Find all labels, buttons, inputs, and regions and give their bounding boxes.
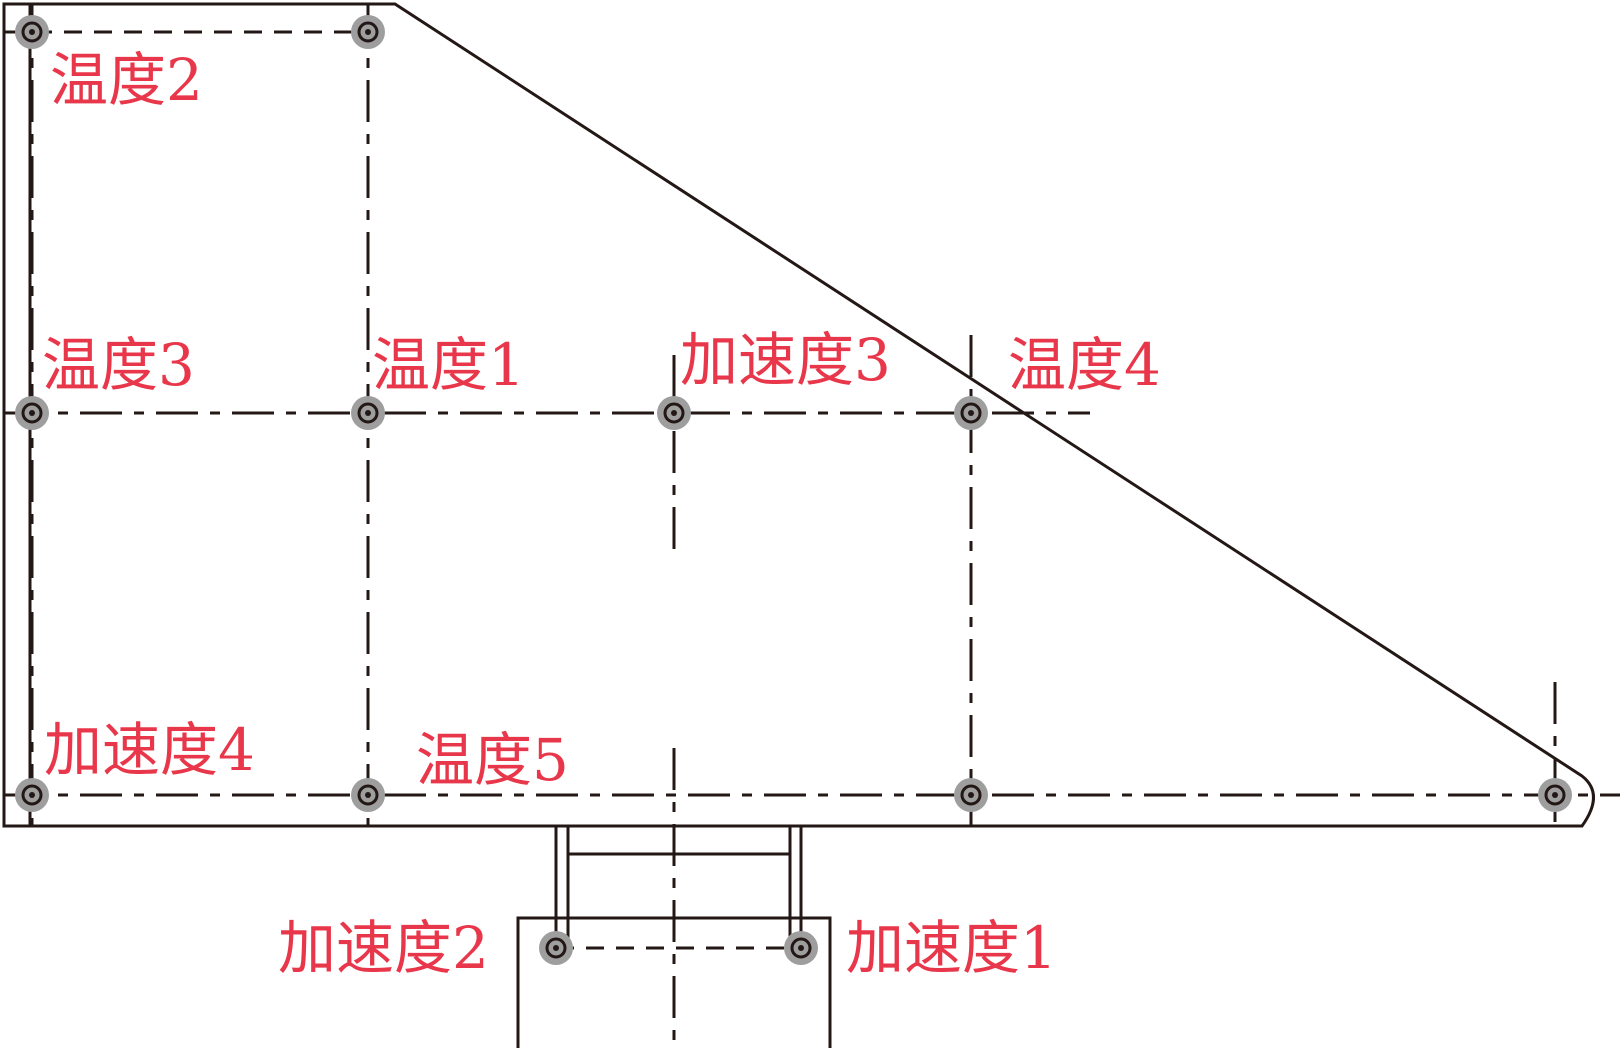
sensor-marker-temp4 — [954, 396, 988, 430]
sensor-marker-top-right — [351, 15, 385, 49]
label-temp1: 温度1 — [372, 331, 525, 399]
sensor-labels: 温度2 温度3 温度1 加速度3 温度4 加速度4 温度5 加速度2 加速度1 — [42, 46, 1161, 982]
sensor-marker-temp1 — [351, 396, 385, 430]
plate-outline — [2, 2, 1595, 828]
sensor-marker-temp2 — [15, 15, 49, 49]
label-acc3: 加速度3 — [680, 326, 891, 394]
sensor-marker-acc3 — [657, 396, 691, 430]
label-temp2: 温度2 — [50, 46, 203, 114]
sensor-marker-acc2 — [539, 931, 573, 965]
sensor-marker-acc4 — [15, 778, 49, 812]
sensor-marker-acc1 — [784, 931, 818, 965]
sensor-marker-temp3 — [15, 396, 49, 430]
label-acc1: 加速度1 — [846, 914, 1057, 982]
mount-top-slot — [566, 824, 792, 856]
label-acc2: 加速度2 — [278, 914, 489, 982]
label-temp4: 温度4 — [1008, 331, 1161, 399]
label-temp3: 温度3 — [42, 331, 195, 399]
label-acc4: 加速度4 — [44, 716, 255, 784]
sensor-markers — [15, 15, 988, 965]
mount-base — [516, 916, 832, 1048]
unlabeled-sensor-markers — [351, 15, 1572, 812]
label-temp5: 温度5 — [416, 726, 569, 794]
sensor-marker-temp5 — [351, 778, 385, 812]
sensor-marker-bottom-mid — [954, 778, 988, 812]
sensor-marker-tip — [1538, 778, 1572, 812]
